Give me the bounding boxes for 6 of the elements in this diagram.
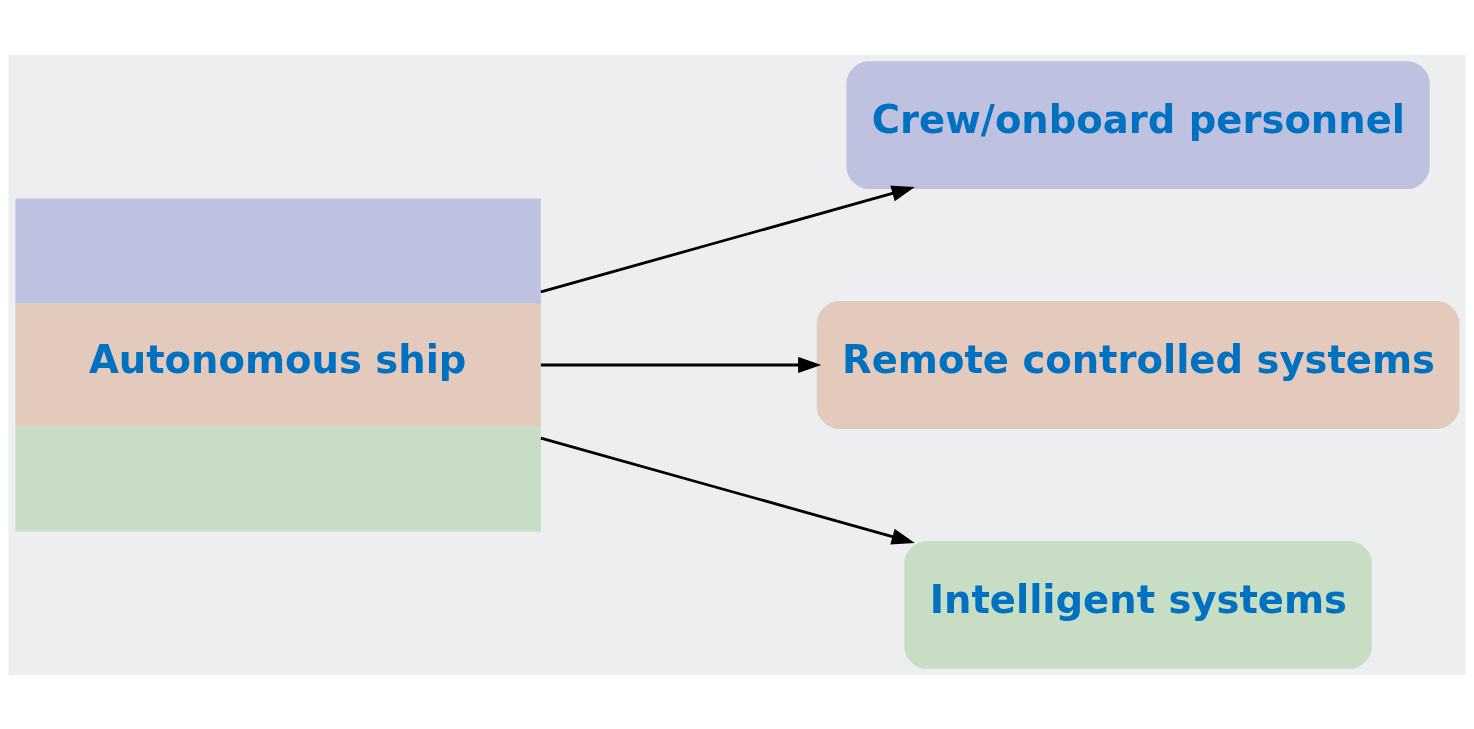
node-box: Crew/onboard personnel [846,60,1430,189]
arrow [540,185,915,293]
arrow [540,356,822,373]
arrow [540,436,915,544]
node-box: Intelligent systems [904,540,1372,669]
node-box: Remote controlled systems [816,300,1460,429]
